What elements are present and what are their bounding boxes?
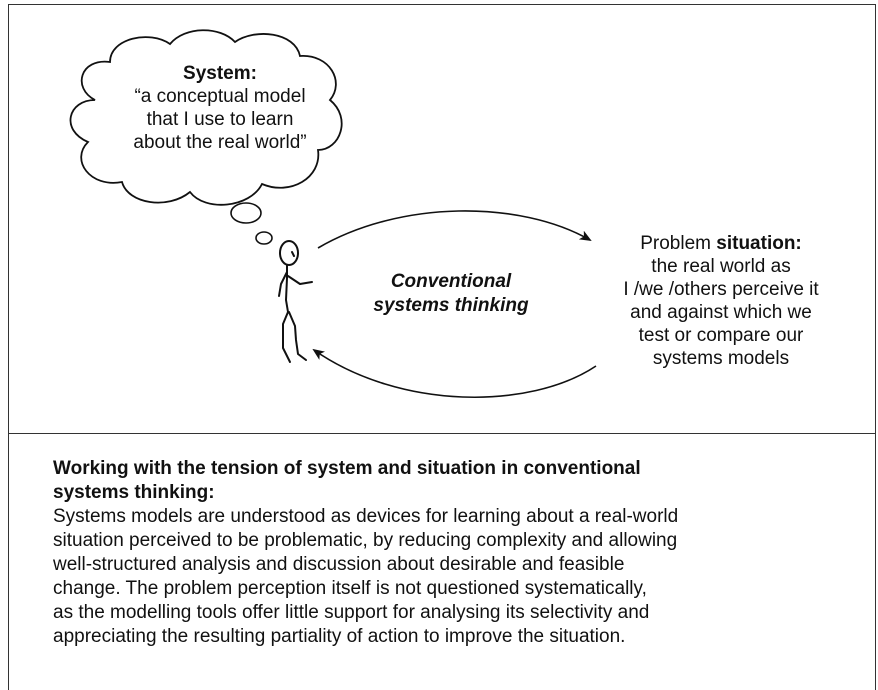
situation-line: I /we /others perceive it [623, 279, 819, 300]
situation-line: and against which we [630, 302, 812, 323]
cloud-text: System: “a conceptual model that I use t… [110, 62, 330, 154]
arrow-to-situation [317, 210, 592, 249]
center-label-line: systems thinking [373, 295, 529, 316]
thought-bubble-large [230, 202, 262, 224]
system-definition-line: “a conceptual model [134, 86, 306, 107]
situation-title-bold: situation: [716, 233, 802, 254]
caption-panel: Working with the tension of system and s… [53, 457, 853, 649]
situation-line: systems models [652, 348, 790, 369]
situation-title-lead: Problem [640, 233, 717, 254]
caption-body-line: change. The problem perception itself is… [53, 578, 647, 599]
conventional-systems-thinking-label: Conventional systems thinking [346, 270, 556, 318]
situation-line: the real world as [651, 256, 791, 277]
caption-body-line: Systems models are understood as devices… [53, 506, 679, 527]
caption-body-line: appreciating the resulting partiality of… [53, 626, 626, 647]
thought-cloud [69, 29, 343, 206]
situation-line: test or compare our [638, 325, 804, 346]
caption-body-line: situation perceived to be problematic, b… [53, 530, 678, 551]
problem-situation-text: Problem situation: the real world as I /… [590, 232, 852, 370]
system-definition-line: about the real world” [133, 132, 307, 153]
diagram-frame [8, 4, 876, 690]
system-definition-line: that I use to learn [146, 109, 294, 130]
thought-bubble-small [255, 231, 273, 245]
arrow-to-figure [312, 348, 597, 398]
caption-body-line: as the modelling tools offer little supp… [53, 602, 650, 623]
situation-title: Problem situation: [590, 232, 852, 255]
system-title: System: [183, 63, 257, 84]
caption-body-line: well-structured analysis and discussion … [53, 554, 625, 575]
caption-heading-line: Working with the tension of system and s… [53, 458, 641, 479]
caption-heading-line: systems thinking: [53, 482, 215, 503]
panel-divider [8, 433, 876, 434]
center-label-line: Conventional [390, 271, 512, 292]
stick-figure [278, 240, 313, 363]
